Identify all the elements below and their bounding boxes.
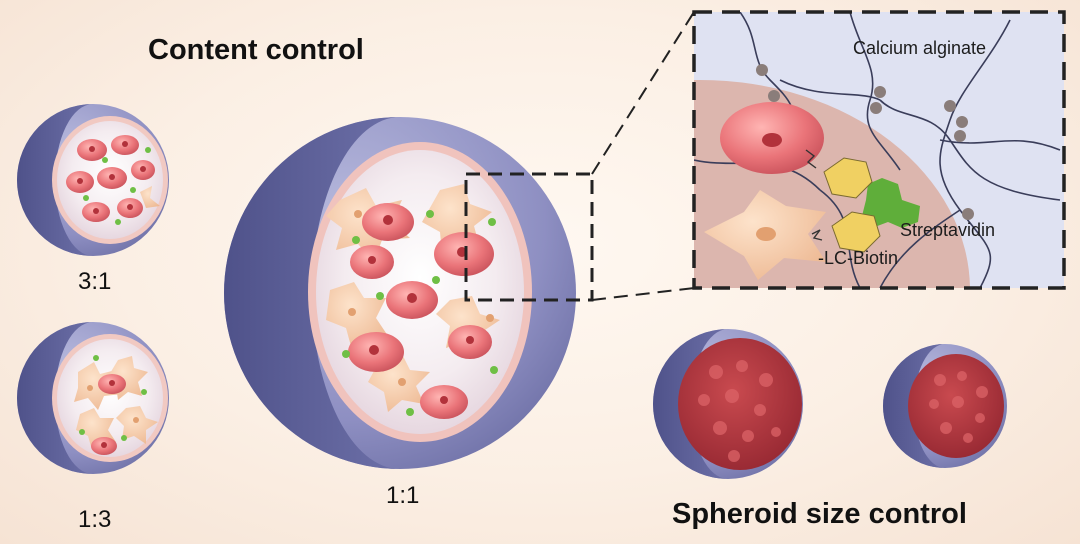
inset-cell-red (720, 102, 824, 174)
zoom-region-box (464, 172, 594, 302)
lc-biotin-label: -LC-Biotin (818, 248, 899, 268)
capsule-1-1 (224, 117, 594, 469)
streptavidin-biotin-complex (805, 149, 920, 253)
ratio-label-1-1: 1:1 (386, 482, 420, 509)
cells-1-3 (74, 355, 158, 455)
zoom-line-top (591, 11, 695, 175)
content-control-title: Content control (148, 34, 364, 66)
cells-1-1 (326, 184, 500, 419)
zoom-inset (692, 10, 1066, 290)
spheroid-large (653, 329, 803, 479)
ratio-label-3-1: 3:1 (78, 268, 112, 295)
inset-cell-fibroblast (704, 190, 826, 280)
capsule-3-1 (17, 104, 169, 256)
cells-3-1 (66, 135, 160, 225)
capsule-1-3 (17, 322, 169, 474)
ratio-label-1-3: 1:3 (78, 506, 112, 533)
inset-frame (692, 10, 1066, 290)
calcium-ions (756, 64, 974, 220)
calcium-alginate-label: Calcium alginate (853, 38, 987, 58)
spheroid-small (883, 344, 1007, 468)
zoom-line-bottom (591, 287, 695, 301)
streptavidin-label: Streptavidin (900, 220, 996, 240)
spheroid-size-control-title: Spheroid size control (672, 498, 967, 530)
